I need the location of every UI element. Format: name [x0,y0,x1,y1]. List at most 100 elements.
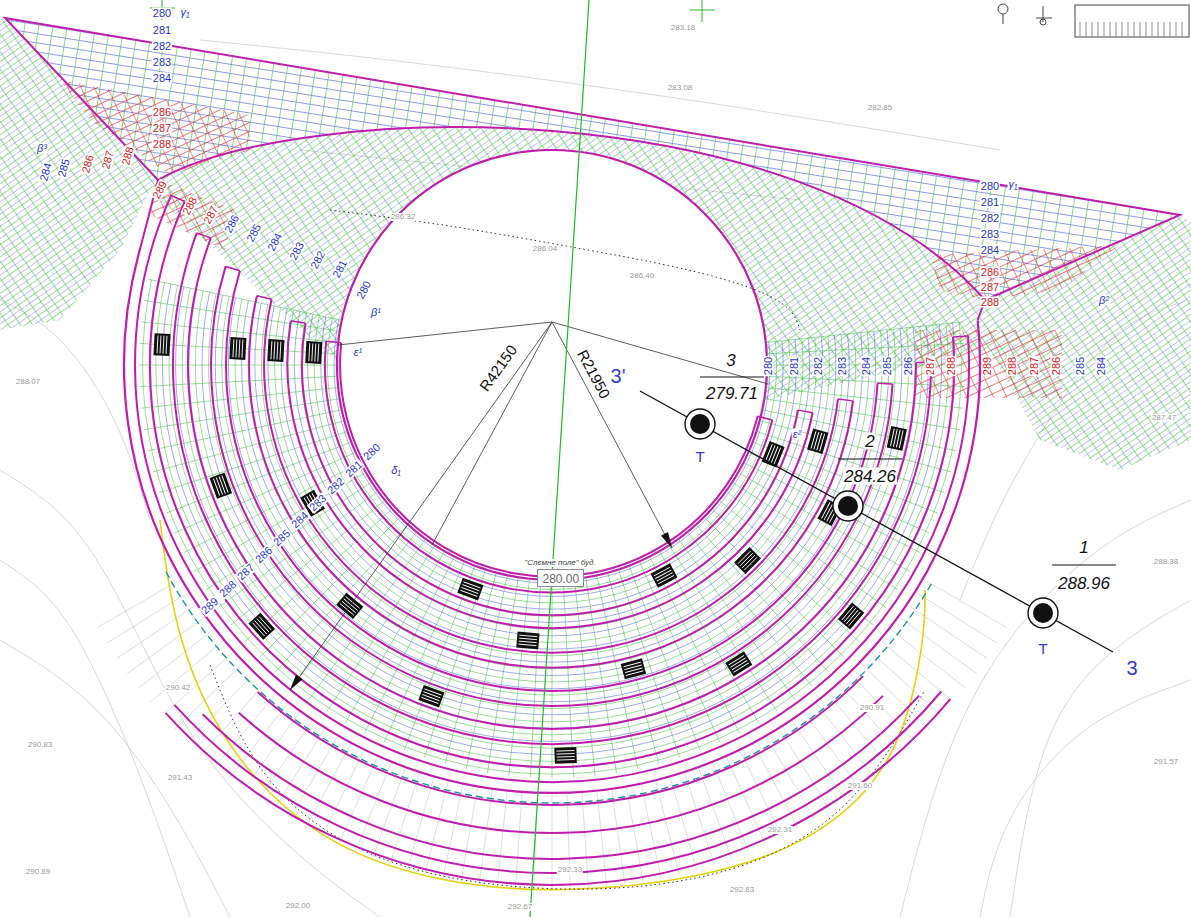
spot-elevation: 283.18 [670,24,696,32]
stair-step [891,429,895,447]
tier-end [326,341,341,343]
stair-block [651,563,678,587]
building-hatch [1158,22,1159,36]
contour-mark: 283 [287,239,306,262]
stair-step [729,655,744,665]
grid-radial [629,566,700,751]
contour-mark: 280 [980,181,1000,192]
building-hatch [1182,22,1183,36]
section-mark: 3' [610,366,627,386]
stair-block [153,333,170,356]
tier-line [325,341,772,592]
stair-block [248,613,275,640]
point-type-mark: T [1037,641,1048,656]
stair-step [166,336,168,354]
slope-outline [5,18,1180,300]
stair-block [516,631,539,649]
stair-block [887,426,907,451]
grid-arc [275,307,830,642]
contour-mark: 280 [763,356,774,376]
stair-block [418,685,444,708]
grid-radial [696,525,828,672]
slope-mark: β² [1098,295,1110,306]
stair-step [222,476,228,493]
grid-radial [712,509,859,641]
boundary-line [330,210,800,330]
stair-block [807,428,828,454]
grid-radial [764,399,960,430]
tier-line [302,323,798,615]
contour-mark: 288 [980,297,1000,308]
node-value: 280.00 [543,573,578,585]
point-label: 279.71 [705,385,759,402]
grid-radial [515,792,522,889]
tier-line [287,321,812,628]
grid-arc [334,320,770,583]
grid-cross [150,0,715,22]
contour-mark: 286 [253,544,275,566]
building-hatch [1086,22,1087,36]
spot-elevation: 288.07 [15,378,41,386]
stair-block [762,441,785,467]
elevation-box: "Слємне поле" буд.280.00 [537,569,584,587]
stair-step [216,478,222,495]
stair-block [210,473,233,499]
spot-elevation: 290.83 [27,741,53,749]
contour-mark: 289 [199,595,221,617]
spot-elevation: 286.40 [629,272,655,280]
stair-block [651,563,678,587]
stair-step [423,692,440,698]
building-hatch [1092,22,1093,36]
survey-point [833,491,863,521]
stair-step [424,689,441,695]
survey-point [690,414,710,434]
spot-elevation: 292.00 [285,902,311,910]
grid-radial [744,463,920,553]
grid-radial [740,750,783,837]
contour-mark: 280 [361,441,383,463]
grid-radial [712,762,748,852]
radius-dimension: R21950 [575,346,614,401]
tier-grid [139,279,965,778]
boundary-line [210,665,925,889]
grid-radial [898,617,976,674]
grid-radial [231,500,385,625]
stair-block [554,747,577,764]
tier-line [203,696,919,859]
stair-block [248,613,275,640]
contour-mark: 287 [980,282,1000,293]
grid-radial [144,399,340,430]
contour-mark: 286 [80,153,96,176]
building-hatch [1152,22,1153,36]
grid-radial [260,517,400,657]
spot-elevation: 292.33 [557,866,583,874]
stair-step [811,431,816,448]
grid-radial [766,322,963,343]
terrain-contours [0,40,1191,917]
stair-block [734,547,761,574]
left-wing-slope [0,18,158,330]
stair-step [557,753,575,755]
grid-radial [767,376,965,386]
contour-mark: 281 [980,197,1000,208]
grid-radial [322,750,365,837]
radius-dimension: R42150 [476,341,520,394]
grid-arc [314,316,790,603]
contour-mark: 282 [325,475,347,497]
stair-step [160,336,162,354]
tier-end [226,266,240,270]
contour-mark: 281 [343,458,365,480]
spot-elevation: 292.67 [507,903,533,911]
fraction-bar [1052,564,1116,565]
grid-radial [530,580,540,778]
contour-mark: 286 [1051,356,1062,376]
spot-elevation: 282.85 [867,104,893,112]
stair-block [229,337,246,360]
boundary-line [160,520,925,890]
spot-elevation: 292.83 [729,886,755,894]
grid-radial [791,720,845,800]
fill-zone [60,80,250,175]
stair-step [463,582,480,588]
contour-mark: 287 [925,356,936,376]
